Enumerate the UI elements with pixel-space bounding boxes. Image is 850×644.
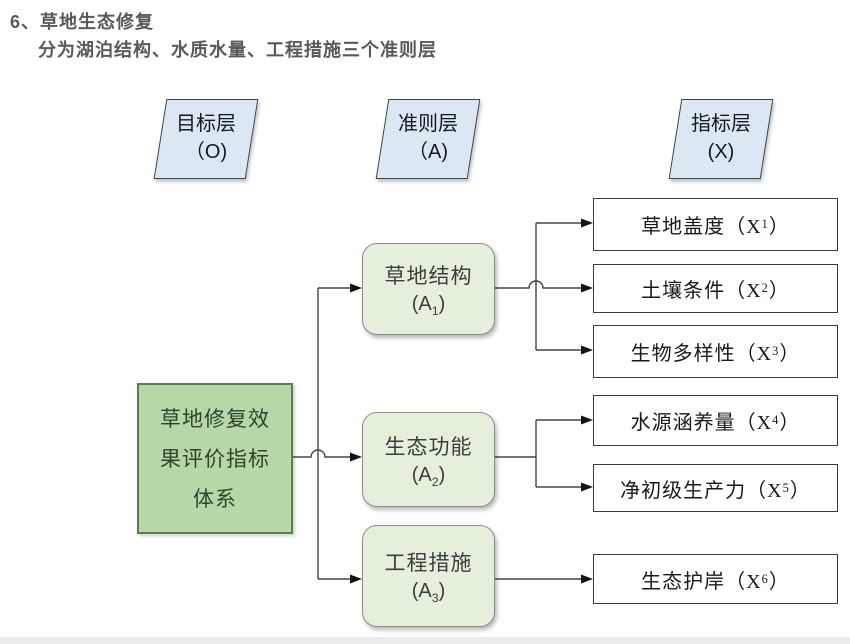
indicator-label: 生态护岸 xyxy=(641,570,726,593)
indicator-label: 净初级生产力 xyxy=(620,479,747,502)
indicator-label: 草地盖度 xyxy=(641,216,726,238)
criteria-code: (A3) xyxy=(411,580,446,605)
layer-code: （O) xyxy=(184,141,228,163)
heading-number: 6、 xyxy=(10,12,41,32)
arrowhead-icon-x4 xyxy=(581,415,593,425)
criteria-code: (A2) xyxy=(411,463,446,489)
arrowhead-icon-x5 xyxy=(581,482,593,492)
layer-label: 目标层 xyxy=(176,113,236,135)
arrowhead-icon-a3 xyxy=(350,574,362,584)
layer-code: (X) xyxy=(707,141,735,163)
layer-header-indicator: 指标层 (X) xyxy=(668,99,774,179)
page-subtitle: 分为湖泊结构、水质水量、工程措施三个准则层 xyxy=(38,40,437,60)
arrowhead-icon-x2 xyxy=(581,283,593,293)
criteria-node-a2: 生态功能 (A2) xyxy=(362,412,495,507)
layer-label: 准则层 xyxy=(398,113,458,135)
indicator-label: 土壤条件 xyxy=(641,280,726,302)
layer-code: （A) xyxy=(408,141,448,163)
criteria-label: 草地结构 xyxy=(384,265,473,288)
criteria-code: (A1) xyxy=(411,293,446,318)
arrowhead-icon-a1 xyxy=(350,283,362,293)
indicator-label: 水源涵养量 xyxy=(630,412,736,434)
criteria-label: 生态功能 xyxy=(384,435,473,459)
layer-label: 指标层 xyxy=(691,113,751,135)
arrowheads xyxy=(350,218,593,584)
arrowhead-icon-x6 xyxy=(581,574,593,584)
indicator-label: 生物多样性 xyxy=(630,343,736,365)
arrowhead-icon-x3 xyxy=(581,345,593,355)
a1-exit-line-with-hop xyxy=(493,280,582,289)
heading-title: 草地生态修复 xyxy=(40,12,155,32)
connector-paths xyxy=(289,222,582,580)
arrowhead-icon-a2 xyxy=(350,452,362,462)
arrowhead-icon-x1 xyxy=(581,218,593,228)
goal-node: 草地修复效果评价指标体系 xyxy=(137,383,293,534)
bottom-edge-strip xyxy=(0,637,850,644)
goal-label: 草地修复效果评价指标体系 xyxy=(160,406,270,511)
criteria-label: 工程措施 xyxy=(384,552,473,575)
criteria-node-a3: 工程措施 (A3) xyxy=(362,525,495,627)
page-title: 6、草地生态修复 xyxy=(10,8,154,34)
layer-header-goal: 目标层 （O) xyxy=(153,99,259,179)
layer-header-criteria: 准则层 （A) xyxy=(375,99,481,179)
criteria-node-a1: 草地结构 (A1) xyxy=(362,243,495,335)
goal-exit-line-with-hop xyxy=(289,449,351,458)
